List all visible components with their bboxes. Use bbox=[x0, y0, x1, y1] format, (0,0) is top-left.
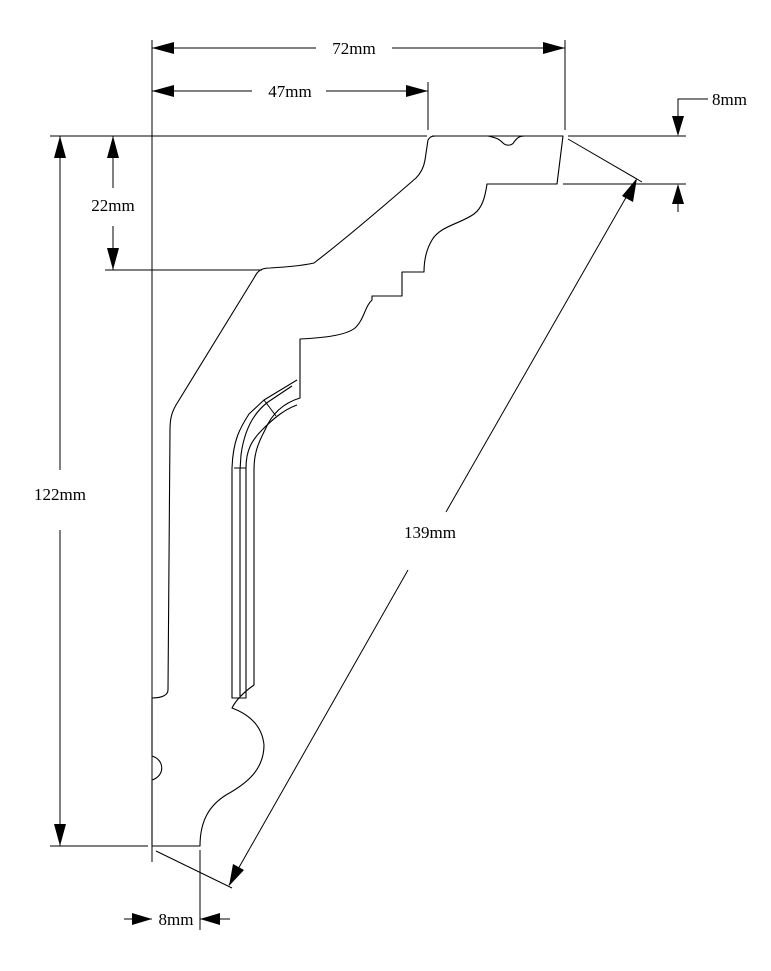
dimension-top-total: 72mm bbox=[152, 39, 565, 58]
arrowhead-right bbox=[543, 42, 565, 54]
dim-leader-top-right-drop bbox=[677, 98, 708, 118]
arrowhead-up bbox=[107, 136, 119, 158]
cavity-facet-line bbox=[263, 399, 277, 417]
arrowhead-up bbox=[54, 136, 66, 158]
dimension-bottom-width: 8mm bbox=[124, 910, 230, 929]
dim-label-total-height: 122mm bbox=[34, 485, 86, 504]
dim-label-left-upper-drop: 22mm bbox=[91, 196, 134, 215]
dimension-top-right-drop: 8mm bbox=[672, 90, 747, 212]
dim-label-diagonal: 139mm bbox=[404, 523, 456, 542]
bottom-slope-extension-line bbox=[155, 850, 233, 889]
dimension-total-height: 122mm bbox=[34, 136, 86, 846]
dim-label-top-total: 72mm bbox=[332, 39, 375, 58]
dim-line-diagonal-upper bbox=[445, 179, 637, 513]
dim-label-top-inner: 47mm bbox=[268, 82, 311, 101]
dimension-diagonal: 139mm bbox=[228, 178, 637, 886]
dim-label-bottom-width: 8mm bbox=[159, 910, 194, 929]
moulding-profile bbox=[151, 135, 564, 847]
arrowhead-down bbox=[54, 824, 66, 846]
arrowhead-upper bbox=[622, 178, 637, 202]
right-slope-extension-line bbox=[567, 138, 643, 183]
dim-label-top-right-drop: 8mm bbox=[712, 90, 747, 109]
arrowhead-lower bbox=[229, 864, 244, 886]
dim-line-diagonal-lower bbox=[228, 569, 409, 886]
dimension-top-inner: 47mm bbox=[152, 82, 428, 101]
cavity-outer-line bbox=[231, 379, 298, 699]
arrowhead-up bbox=[672, 184, 684, 204]
arrowhead-down bbox=[672, 116, 684, 136]
arrowhead-right bbox=[132, 913, 152, 925]
arrowhead-down bbox=[107, 248, 119, 270]
arrowhead-left bbox=[152, 42, 174, 54]
arrowhead-left bbox=[152, 85, 174, 97]
arrowhead-right bbox=[406, 85, 428, 97]
extension-lines bbox=[50, 40, 686, 930]
dimension-left-upper-drop: 22mm bbox=[91, 136, 135, 270]
cavity-inner-line bbox=[239, 385, 293, 696]
profile-outline bbox=[151, 135, 564, 847]
arrowhead-left bbox=[200, 913, 220, 925]
